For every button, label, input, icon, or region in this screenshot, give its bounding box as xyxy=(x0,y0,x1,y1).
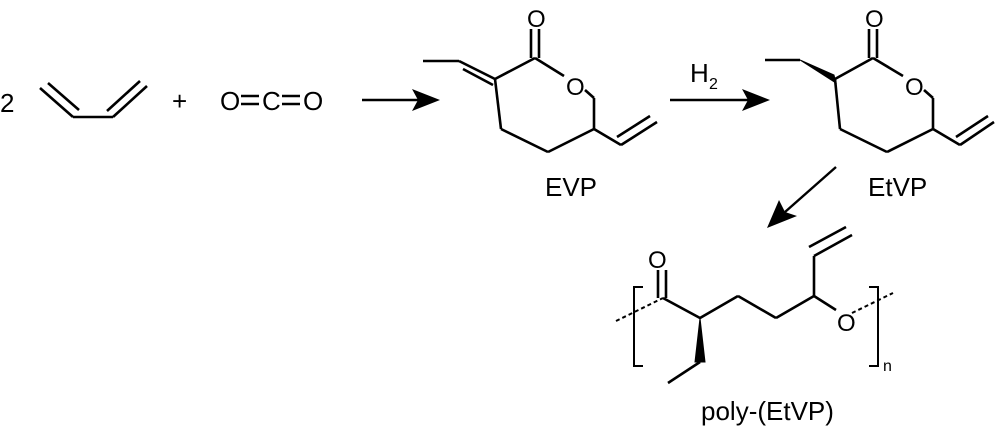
evp-structure: O O EVP xyxy=(423,6,658,202)
co2-oxygen-right: O xyxy=(303,86,323,116)
right-bracket xyxy=(869,286,879,367)
hydrogen-reagent: H xyxy=(690,58,709,88)
evp-carbonyl-oxygen: O xyxy=(527,6,546,33)
polymer-carbonyl-oxygen: O xyxy=(648,247,667,274)
etvp-ring-oxygen: O xyxy=(905,74,924,101)
evp-ring-oxygen: O xyxy=(566,74,585,101)
butadiene-coefficient: 2 xyxy=(0,88,14,118)
reaction-arrow-1 xyxy=(362,89,440,111)
reaction-arrow-3 xyxy=(767,166,837,228)
poly-etvp-label: poly-(EtVP) xyxy=(701,396,834,426)
carbon-dioxide-structure: O C O xyxy=(220,86,323,116)
plus-sign: + xyxy=(172,86,187,116)
etvp-structure: O O EtVP xyxy=(765,6,995,202)
butadiene-bonds xyxy=(39,80,148,119)
repeat-subscript: n xyxy=(883,358,892,375)
butadiene-structure: 2 xyxy=(0,80,148,119)
left-bracket xyxy=(633,286,643,367)
co2-oxygen-left: O xyxy=(220,86,240,116)
evp-label: EVP xyxy=(545,172,597,202)
hydrogen-subscript: 2 xyxy=(709,76,718,93)
co2-carbon: C xyxy=(262,86,281,116)
poly-etvp-structure: n O O poly-(EtVP) xyxy=(615,225,894,426)
polymer-backbone-oxygen: O xyxy=(837,310,856,337)
etvp-carbonyl-oxygen: O xyxy=(865,6,884,33)
etvp-label: EtVP xyxy=(868,172,927,202)
reaction-arrow-2: H 2 xyxy=(670,58,770,111)
